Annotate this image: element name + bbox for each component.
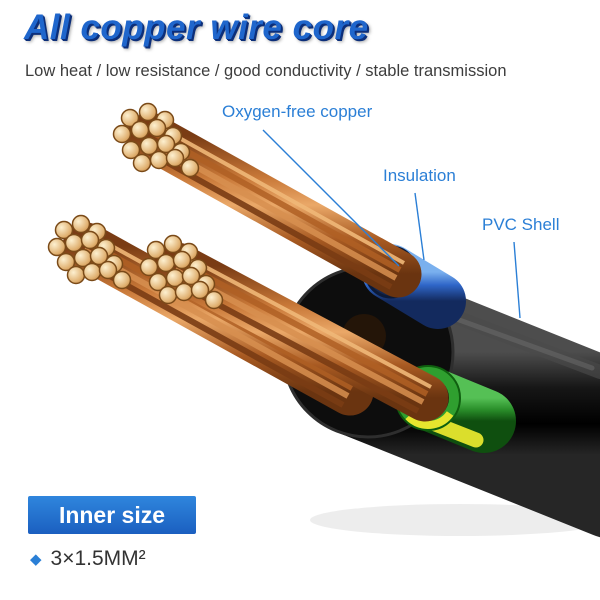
page-title: All copper wire core <box>24 8 369 47</box>
leader-line-pvc-shell <box>513 241 521 319</box>
callout-insulation: Insulation <box>383 166 456 185</box>
cable-shadow <box>310 504 600 536</box>
copper-strands-2 <box>47 214 132 290</box>
leader-line-insulation <box>414 192 425 261</box>
spec-value: 3×1.5MM² <box>50 547 146 570</box>
copper-strands <box>112 102 200 178</box>
copper-strands-3 <box>139 234 224 310</box>
spec-line: ◆ 3×1.5MM² <box>30 547 146 571</box>
leader-lines <box>262 129 521 319</box>
callout-pvc-shell: PVC Shell <box>482 215 560 234</box>
callout-oxygen-free-copper: Oxygen-free copper <box>222 102 373 121</box>
diamond-bullet-icon: ◆ <box>30 551 42 568</box>
leader-line-copper <box>262 129 400 267</box>
inner-size-badge: Inner size <box>28 496 196 534</box>
page-subtitle: Low heat / low resistance / good conduct… <box>25 62 507 80</box>
